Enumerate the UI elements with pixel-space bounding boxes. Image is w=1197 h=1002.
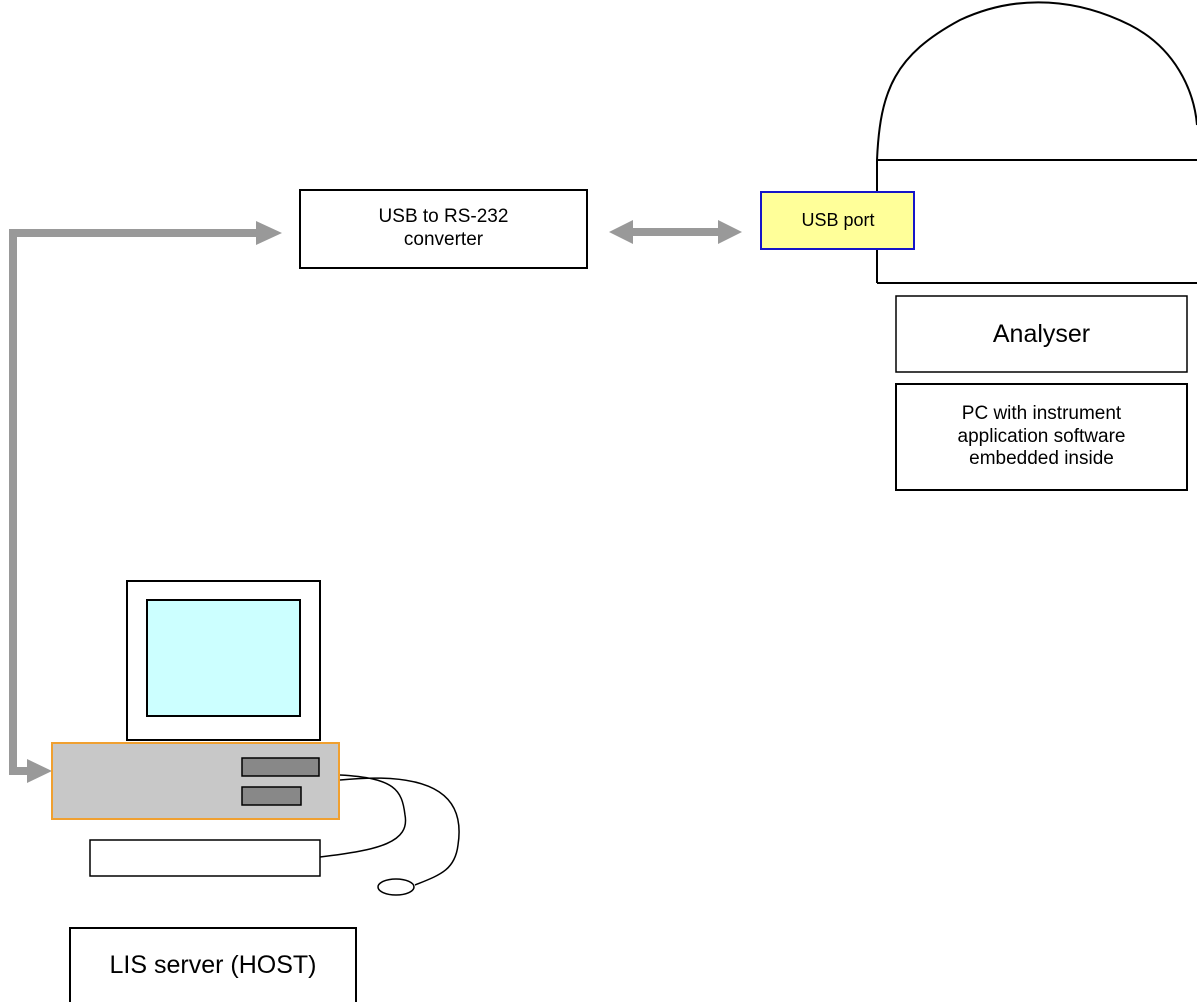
system-unit — [51, 742, 340, 820]
keyboard — [89, 839, 321, 877]
converter-label: USB to RS-232 converter — [378, 206, 509, 250]
converter-box — [299, 189, 588, 269]
drive-bay-2 — [241, 786, 302, 806]
mouse — [377, 878, 415, 896]
drive-bay-1 — [241, 757, 320, 777]
monitor-screen — [146, 599, 301, 717]
computer-icon — [51, 580, 460, 896]
host-to-converter-arrow — [9, 221, 282, 783]
pc-label: PC with instrument application software … — [957, 402, 1126, 470]
analyser-device-icon — [876, 1, 1197, 284]
analyser-box — [895, 295, 1188, 373]
usb-port-label: USB port — [801, 210, 875, 231]
lis-server-box — [69, 927, 357, 1002]
analyser-label: Analyser — [992, 320, 1091, 348]
usb-port-box — [760, 191, 915, 250]
bidirectional-arrow — [609, 220, 742, 244]
pc-box — [895, 383, 1188, 491]
lis-server-label: LIS server (HOST) — [109, 951, 317, 979]
